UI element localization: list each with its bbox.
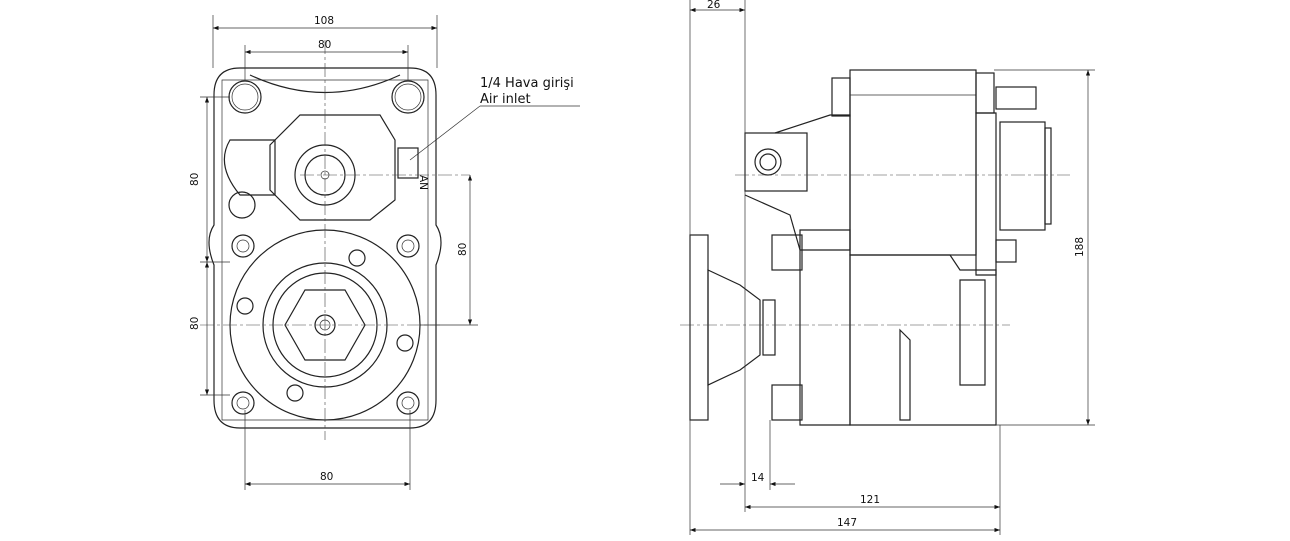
air-inlet-label-tr: 1/4 Hava girişi [480,76,574,91]
an-marking: AN [417,175,429,190]
front-view: AN 1/4 Hava girişi Air inlet 108 80 80 8… [189,15,580,490]
dim-188: 188 [1074,237,1086,257]
threaded-stud [995,86,1037,110]
dim-108: 108 [314,15,334,27]
dim-26: 26 [707,0,721,11]
dim-14: 14 [751,472,765,484]
dim-80-left-lower: 80 [189,317,201,330]
dim-121: 121 [860,494,880,506]
dim-80-top: 80 [318,39,331,51]
dim-147: 147 [837,517,857,529]
gear-logo-icon [228,191,256,219]
side-view: 26 188 14 121 147 [680,0,1095,535]
dim-80-left-upper: 80 [189,173,201,186]
air-inlet-label-en: Air inlet [480,92,531,107]
dim-80-bottom: 80 [320,471,333,483]
dim-80-right: 80 [457,243,469,256]
bolt-holes [228,80,425,415]
